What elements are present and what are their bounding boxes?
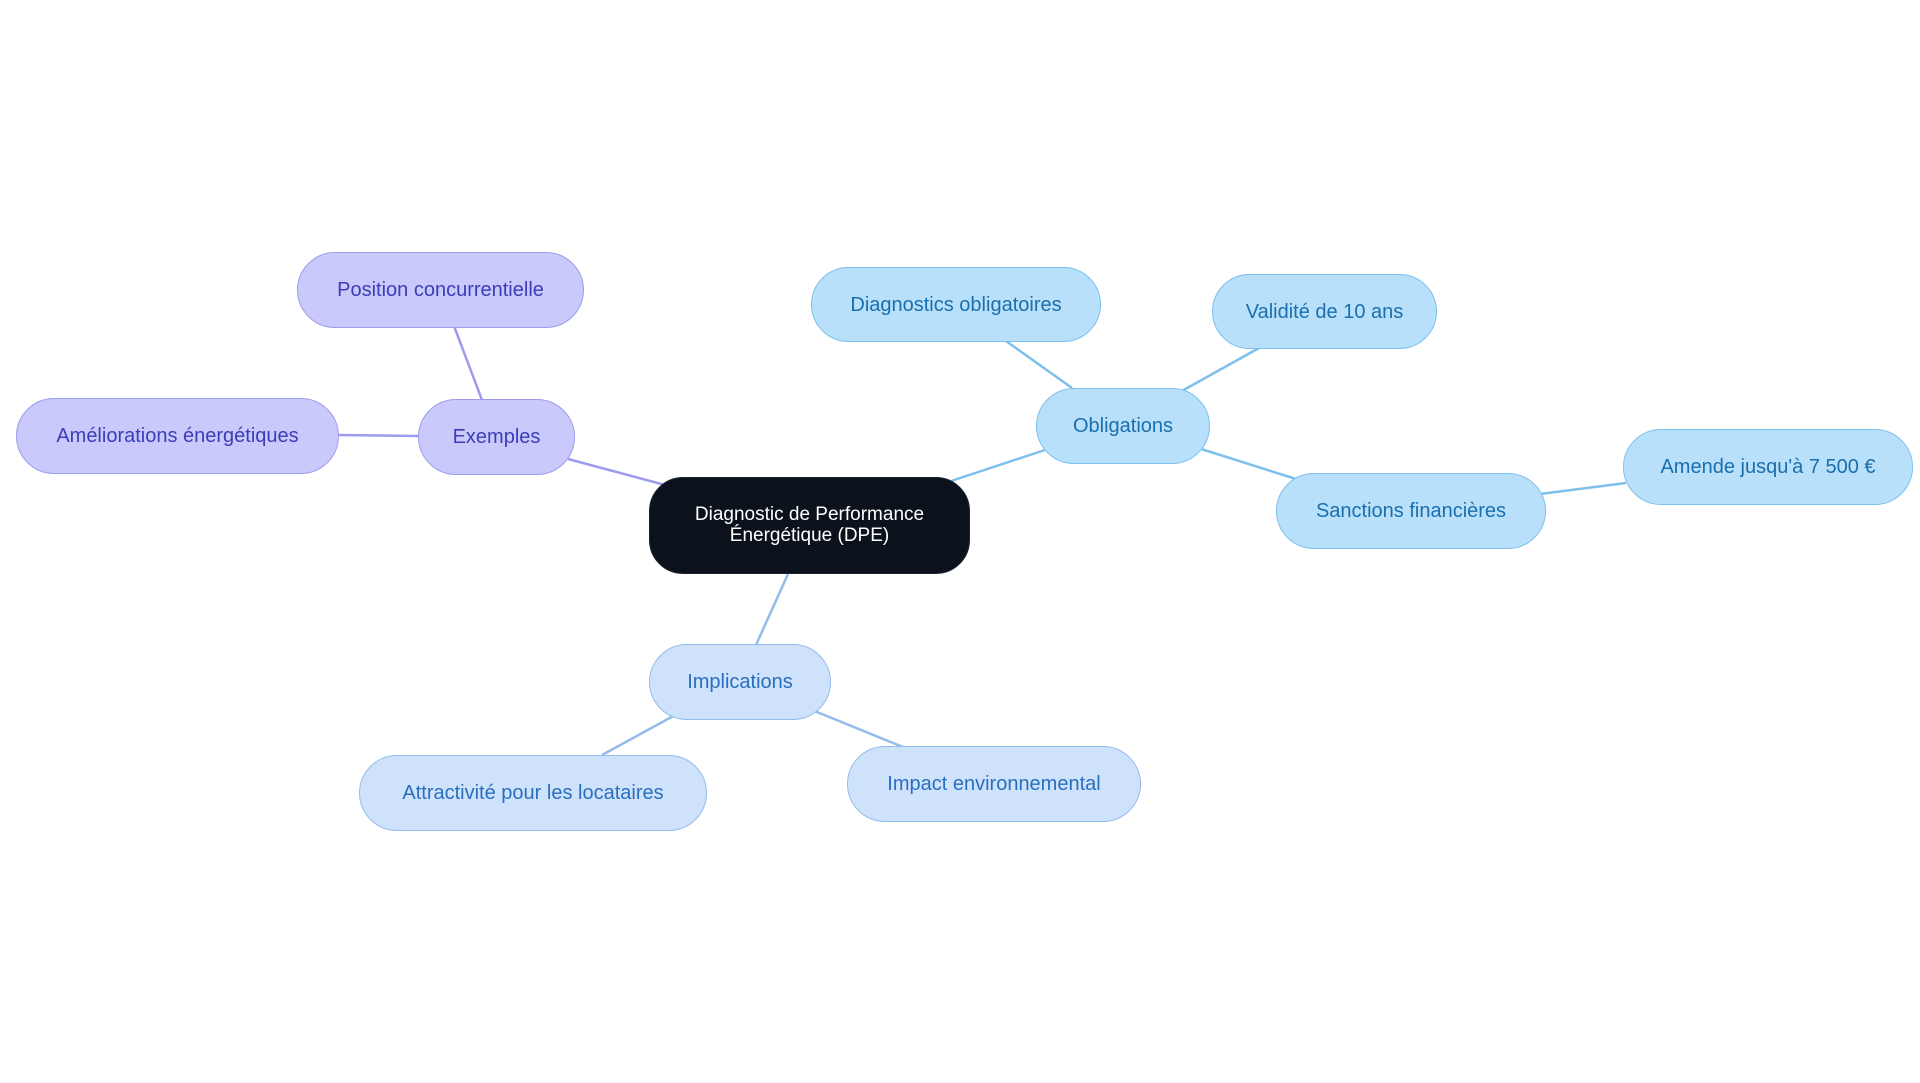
branch-node-exemples[interactable]: Exemples bbox=[418, 399, 575, 475]
leaf-label-diagnostics-obligatoires: Diagnostics obligatoires bbox=[850, 293, 1062, 316]
branch-label-exemples: Exemples bbox=[452, 426, 541, 448]
edge-exemples-position bbox=[452, 325, 484, 401]
branch-node-implications[interactable]: Implications bbox=[649, 644, 831, 720]
leaf-label-amende: Amende jusqu'à 7 500 € bbox=[1660, 456, 1876, 478]
branch-label-obligations: Obligations bbox=[1072, 415, 1174, 437]
leaf-node-position-concurrentielle[interactable]: Position concurrentielle bbox=[297, 252, 584, 328]
leaf-node-amende[interactable]: Amende jusqu'à 7 500 € bbox=[1623, 429, 1913, 505]
branch-node-obligations[interactable]: Obligations bbox=[1036, 388, 1210, 464]
node-sanctions-financieres[interactable]: Sanctions financières bbox=[1276, 473, 1546, 549]
leaf-node-impact-environnemental[interactable]: Impact environnemental bbox=[847, 746, 1141, 822]
edge-exemples-ameliorations bbox=[336, 433, 419, 438]
edge-root-implications bbox=[754, 573, 790, 646]
leaf-node-validite[interactable]: Validité de 10 ans bbox=[1212, 274, 1437, 349]
edge-sanctions-amende bbox=[1539, 481, 1627, 496]
leaf-node-diagnostics-obligatoires[interactable]: Diagnostics obligatoires bbox=[811, 267, 1101, 342]
leaf-label-attractivite: Attractivité pour les locataires bbox=[402, 782, 664, 804]
leaf-node-ameliorations-energetiques[interactable]: Améliorations énergétiques bbox=[16, 398, 339, 474]
leaf-label-validite: Validité de 10 ans bbox=[1245, 300, 1404, 323]
label-sanctions-financieres: Sanctions financières bbox=[1315, 500, 1507, 522]
edge-implications-impact bbox=[811, 708, 904, 749]
branch-label-implications: Implications bbox=[687, 671, 793, 693]
leaf-label-ameliorations-energetiques: Améliorations énergétiques bbox=[56, 425, 299, 447]
edge-obligations-validite bbox=[1179, 346, 1260, 394]
root-node[interactable]: Diagnostic de Performance Énergétique (D… bbox=[649, 477, 970, 574]
edge-root-exemples bbox=[567, 457, 666, 487]
edge-implications-attractivite bbox=[601, 712, 678, 757]
edge-obligations-diagnostics bbox=[1005, 339, 1073, 390]
leaf-label-position-concurrentielle: Position concurrentielle bbox=[337, 279, 544, 301]
edge-obligations-sanctions bbox=[1197, 446, 1297, 481]
leaf-node-attractivite[interactable]: Attractivité pour les locataires bbox=[359, 755, 707, 831]
root-label: Diagnostic de Performance Énergétique (D… bbox=[694, 503, 925, 546]
edge-root-obligations bbox=[944, 448, 1046, 485]
leaf-label-impact-environnemental: Impact environnemental bbox=[887, 773, 1101, 795]
